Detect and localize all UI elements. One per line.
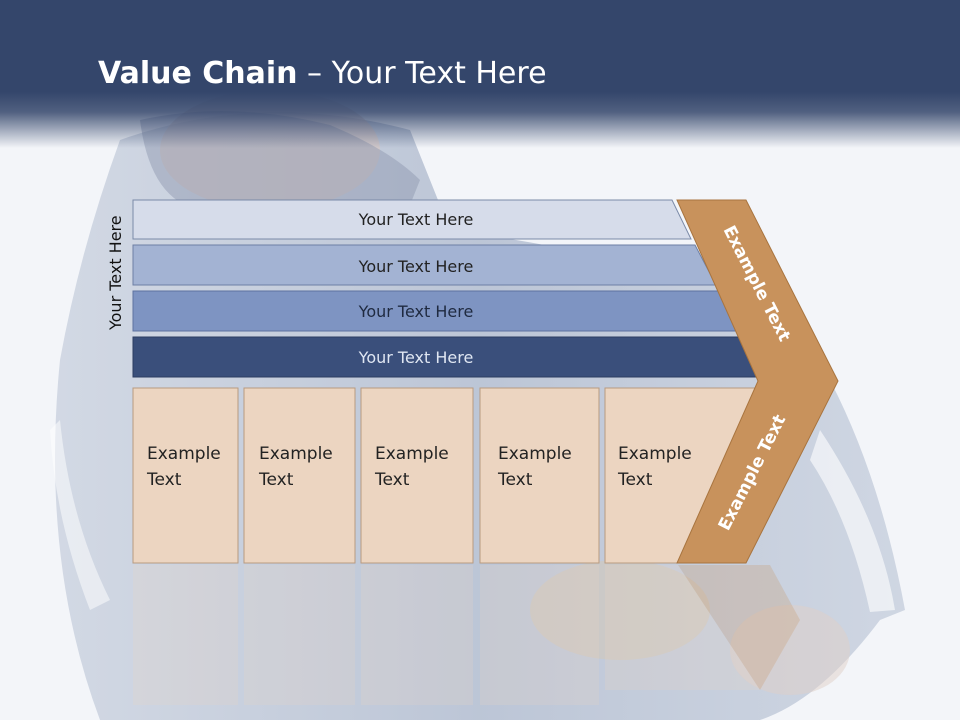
box-4 [479,387,600,564]
box-4-line1: Example [498,444,572,464]
box-5-line1: Example [618,444,692,464]
box-2-line2: Text [258,470,294,490]
box-1 [132,387,239,564]
box-1-line1: Example [147,444,221,464]
bar-1 [132,199,692,240]
side-label: Your Text Here [106,215,125,330]
slide-title-rest: – Your Text Here [297,56,547,91]
bar-3-label: Your Text Here [358,302,474,321]
header-band [0,0,960,148]
chevron-arrow [676,199,839,564]
reflection [133,565,800,705]
bar-1-label: Your Text Here [358,210,474,229]
box-4-line2: Text [497,470,533,490]
box-1-line2: Text [146,470,182,490]
slide-title: Value Chain – Your Text Here [98,52,547,96]
bar-4-label: Your Text Here [358,348,474,367]
slide-title-bold: Value Chain [98,56,298,91]
bar-2-label: Your Text Here [358,257,474,276]
box-3-line2: Text [374,470,410,490]
box-5-line2: Text [617,470,653,490]
box-3-line1: Example [375,444,449,464]
box-3 [360,387,474,564]
box-2 [243,387,356,564]
box-2-line1: Example [259,444,333,464]
